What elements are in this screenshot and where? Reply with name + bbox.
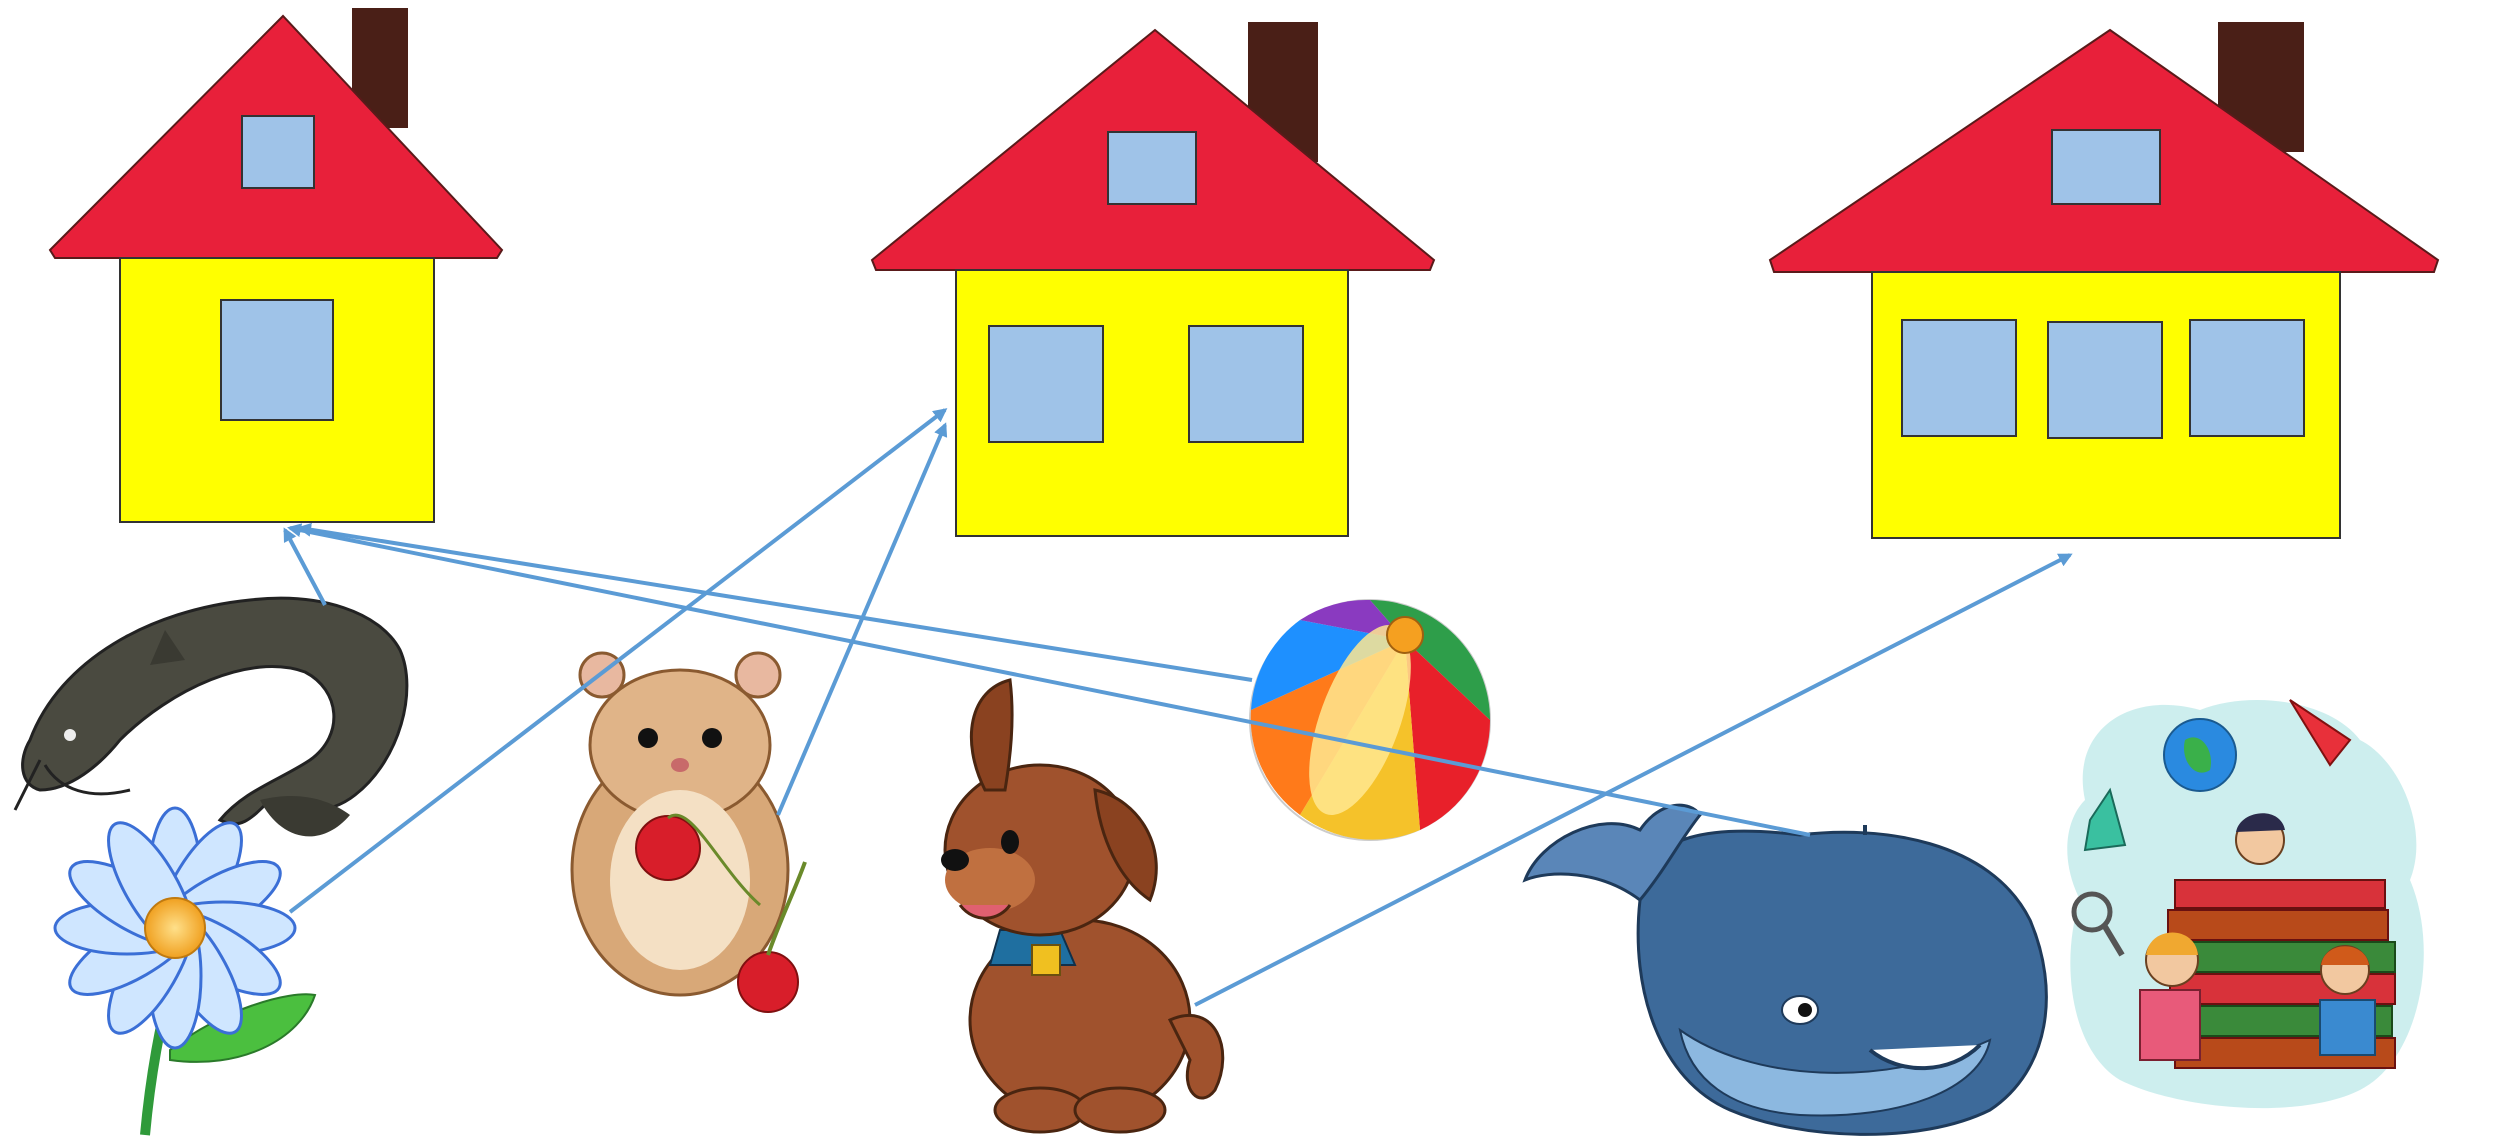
- attic-window: [1107, 131, 1197, 205]
- arrow-hamster-to-house-two: [776, 422, 948, 816]
- house-one-window: [48, 8, 504, 523]
- puppy-icon: [941, 678, 1225, 1134]
- window: [1901, 319, 2017, 437]
- window: [220, 299, 334, 421]
- whale-icon: [1522, 803, 2048, 1136]
- window: [988, 325, 1104, 443]
- arrow-ball-to-house-one: [297, 522, 1253, 682]
- children-reading-books-icon: [2067, 699, 2424, 1109]
- arrow-catfish-to-house-one: [283, 527, 327, 606]
- arrow-puppy-to-house-three: [1194, 553, 2073, 1007]
- catfish-icon: [13, 596, 409, 837]
- hamster-with-cherry-icon: [570, 651, 807, 1013]
- attic-window: [241, 115, 315, 189]
- flower-icon: [53, 806, 317, 1136]
- answer-arrows: [283, 408, 2073, 1007]
- beach-ball-icon: [1249, 599, 1491, 841]
- window: [2047, 321, 2163, 439]
- window: [2189, 319, 2305, 437]
- house-two-windows: [870, 22, 1436, 537]
- house-three-windows: [1768, 22, 2440, 539]
- attic-window: [2051, 129, 2161, 205]
- window: [1188, 325, 1304, 443]
- arrow-whale-to-house-one: [287, 523, 1811, 837]
- arrow-flower-to-house-two: [288, 408, 948, 914]
